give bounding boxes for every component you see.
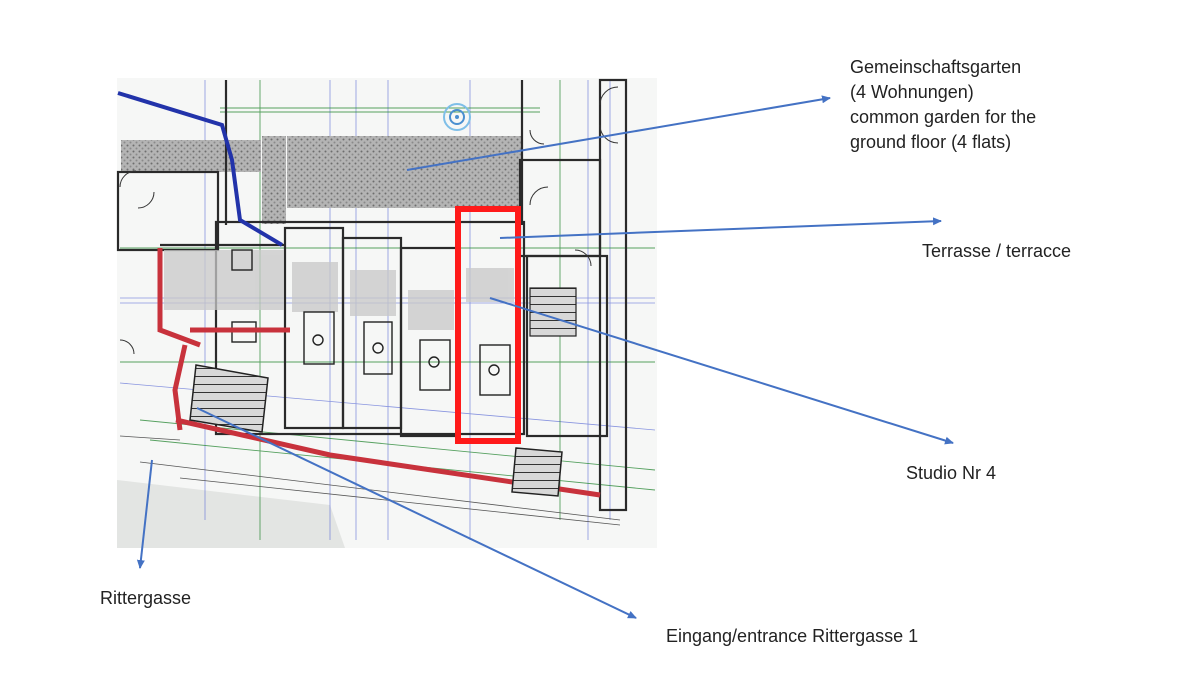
- label-garden-line4: ground floor (4 flats): [850, 132, 1012, 152]
- arrow-entrance: [196, 407, 637, 619]
- label-garden-line2: (4 Wohnungen): [850, 82, 974, 102]
- interior-rooms: [164, 250, 514, 330]
- target-circle-icon: [443, 103, 471, 131]
- left-terrace-hatch: [121, 140, 261, 172]
- label-common-garden: Gemeinschaftsgarten (4 Wohnungen) common…: [850, 55, 1036, 155]
- label-studio: Studio Nr 4: [906, 463, 997, 483]
- door-swings: [119, 86, 619, 355]
- stair-right: [511, 447, 563, 497]
- street-area: [117, 480, 345, 548]
- garden-hatch: [287, 136, 522, 208]
- dimension-lines: [119, 435, 621, 526]
- blue-service-line: [117, 91, 284, 247]
- annotation-arrows: [136, 95, 954, 619]
- arrow-studio: [489, 297, 954, 445]
- bathroom-fixtures: [231, 249, 511, 396]
- stair-left: [189, 364, 269, 433]
- arrow-terrace: [499, 217, 942, 239]
- label-garden-line3: common garden for the: [850, 107, 1037, 127]
- label-garden-line1: Gemeinschaftsgarten: [850, 57, 1022, 77]
- building-walls: [116, 78, 628, 512]
- label-entrance: Eingang/entrance Rittergasse 1: [666, 626, 919, 646]
- label-street: Rittergasse: [100, 588, 192, 608]
- arrow-garden: [406, 95, 831, 171]
- plan-red-walls: [157, 248, 601, 498]
- studio-highlight-rectangle: [455, 206, 521, 444]
- label-terrace: Terrasse / terracce: [922, 241, 1072, 261]
- arrow-rittergasse: [136, 459, 153, 569]
